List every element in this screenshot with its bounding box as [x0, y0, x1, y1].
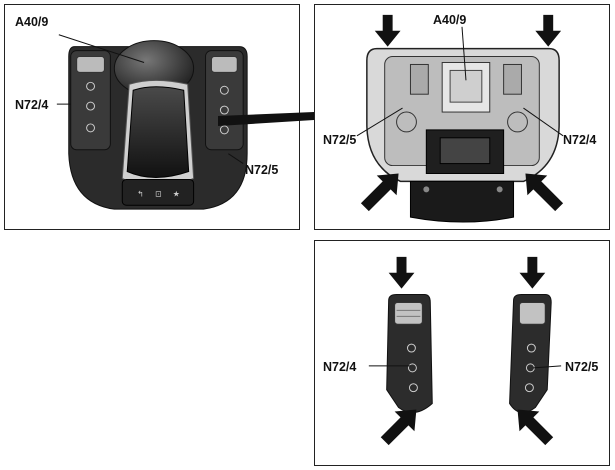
switch-strips-illustration	[368, 256, 562, 446]
diagonal-arrow-icon	[517, 409, 554, 446]
label-n72-5: N72/5	[245, 163, 279, 177]
diagonal-arrow-icon	[380, 409, 417, 446]
svg-text:⊡: ⊡	[155, 189, 162, 198]
diagonal-arrow-icon	[360, 173, 399, 212]
label-n72-4: N72/4	[563, 133, 597, 147]
down-arrow-icon	[535, 14, 562, 47]
left-switch-strip	[70, 50, 111, 151]
label-a40-9: A40/9	[433, 13, 467, 27]
label-a40-9: A40/9	[15, 15, 49, 29]
down-arrow-icon	[519, 256, 546, 289]
underside-illustration	[356, 14, 564, 223]
panel-switch-strips: N72/4 N72/5	[314, 240, 610, 466]
down-arrow-icon	[374, 14, 401, 47]
controller-illustration: ↰ ⊡ ★	[56, 34, 248, 210]
panel-controller-assembly: ↰ ⊡ ★ A40/9 N72/4 N72/5	[4, 4, 300, 230]
diagonal-arrow-icon	[525, 173, 564, 212]
label-n72-5: N72/5	[323, 133, 357, 147]
panel-controller-underside: A40/9 N72/5 N72/4	[314, 4, 610, 230]
label-n72-5: N72/5	[565, 360, 599, 374]
label-n72-4: N72/4	[323, 360, 357, 374]
svg-text:↰: ↰	[137, 189, 144, 198]
svg-text:★: ★	[173, 189, 180, 198]
label-n72-4: N72/4	[15, 98, 49, 112]
down-arrow-icon	[388, 256, 415, 289]
